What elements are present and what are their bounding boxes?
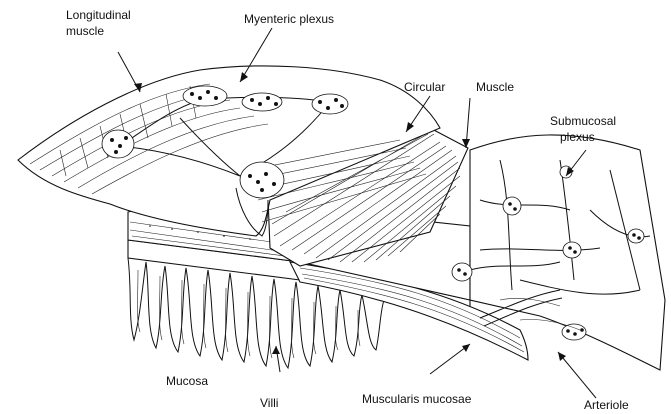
label-muscularis-mucosae: Muscularis mucosae bbox=[362, 392, 471, 406]
label-longitudinal-muscle-line1: Longitudinal bbox=[66, 8, 131, 22]
label-circular: Circular bbox=[404, 80, 445, 94]
label-submucosal-plexus-line2: plexus bbox=[560, 130, 595, 144]
label-mucosa: Mucosa bbox=[166, 374, 208, 388]
label-muscle: Muscle bbox=[476, 80, 514, 94]
label-submucosal-plexus-line1: Submucosal bbox=[550, 114, 616, 128]
label-myenteric-plexus: Myenteric plexus bbox=[244, 12, 334, 26]
label-arteriole: Arteriole bbox=[584, 398, 629, 412]
label-longitudinal-muscle-line2: muscle bbox=[66, 24, 104, 38]
label-villi: Villi bbox=[260, 396, 278, 410]
